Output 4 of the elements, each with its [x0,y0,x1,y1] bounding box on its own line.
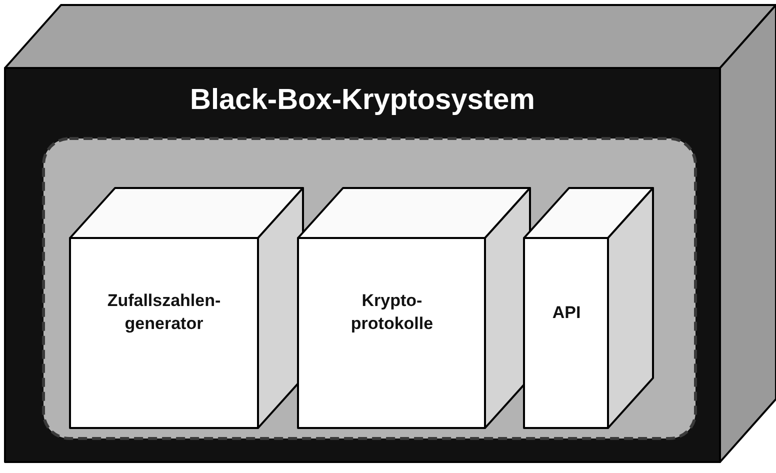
title: Black-Box-Kryptosystem [189,82,536,118]
component-label: API [551,302,582,324]
component-label: Zufallszahlen-generator [106,290,222,335]
component-label: Krypto-protokolle [350,290,434,335]
